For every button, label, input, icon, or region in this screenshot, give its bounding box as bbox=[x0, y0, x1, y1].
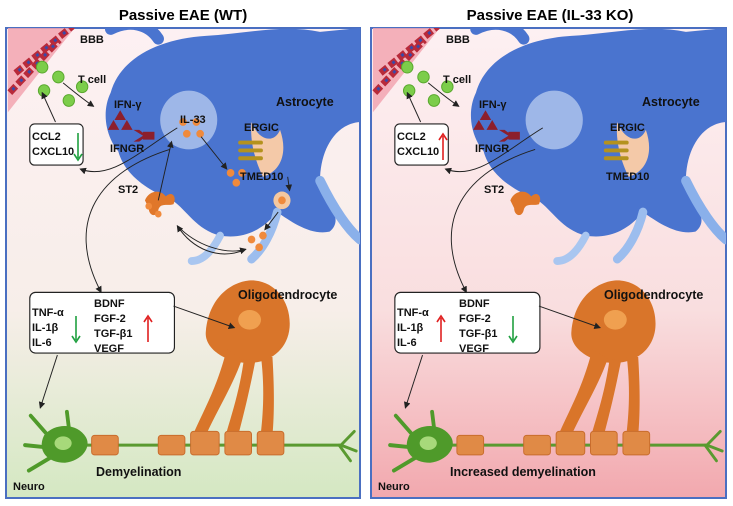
factor-2: FGF-2 bbox=[94, 313, 126, 325]
outcome-label: Demyelination bbox=[96, 465, 181, 479]
oligodendrocyte-label: Oligodendrocyte bbox=[238, 288, 337, 302]
cytokine-up-arrowhead bbox=[436, 314, 446, 323]
il33-dots bbox=[145, 118, 291, 252]
cytokine-3: IL-6 bbox=[397, 337, 417, 349]
neuron-label: Neuro bbox=[13, 481, 45, 493]
chemokine-up-arrowhead bbox=[438, 132, 448, 141]
chemokine-1: CCL2 bbox=[397, 131, 426, 143]
factor-up-arrowhead bbox=[143, 314, 153, 323]
oligodendrocyte-label: Oligodendrocyte bbox=[604, 288, 703, 302]
factor-3: TGF-β1 bbox=[94, 328, 133, 340]
tmed10-label: TMED10 bbox=[240, 171, 283, 183]
tmed10-label: TMED10 bbox=[606, 171, 649, 183]
ergic-label: ERGIC bbox=[244, 122, 279, 134]
ifn-label: IFN-γ bbox=[114, 99, 142, 111]
factor-1: BDNF bbox=[459, 298, 490, 310]
chemokine-down-arrowhead bbox=[73, 153, 83, 162]
panel-title: Passive EAE (IL-33 KO) bbox=[467, 7, 634, 24]
st2-label: ST2 bbox=[484, 184, 504, 196]
ifngr-label: IFNGR bbox=[475, 143, 509, 155]
st2-label: ST2 bbox=[118, 184, 138, 196]
ergic-label: ERGIC bbox=[610, 122, 645, 134]
panel-ko bbox=[370, 24, 727, 499]
panel-title: Passive EAE (WT) bbox=[119, 7, 247, 24]
cytokine-1: TNF-α bbox=[32, 307, 64, 319]
chemokine-2: CXCL10 bbox=[397, 146, 439, 158]
ifngr-label: IFNGR bbox=[110, 143, 144, 155]
tcell-label: T cell bbox=[78, 74, 106, 86]
il33-label: IL-33 bbox=[180, 114, 206, 126]
factor-down-arrowhead bbox=[508, 335, 518, 344]
chemokine-1: CCL2 bbox=[32, 131, 61, 143]
labels-ko: Passive EAE (IL-33 KO) BBB T cell IFN-γ … bbox=[378, 7, 703, 493]
factor-4: VEGF bbox=[94, 343, 124, 355]
cytokine-2: IL-1β bbox=[397, 322, 424, 334]
factor-1: BDNF bbox=[94, 298, 125, 310]
ifn-label: IFN-γ bbox=[479, 99, 507, 111]
chemokine-2: CXCL10 bbox=[32, 146, 74, 158]
labels-wt: Passive EAE (WT) BBB T cell IFN-γ IFNGR … bbox=[13, 7, 337, 493]
panel-wt-art bbox=[8, 24, 360, 471]
cytokine-1: TNF-α bbox=[397, 307, 429, 319]
factor-2: FGF-2 bbox=[459, 313, 491, 325]
bbb-label: BBB bbox=[446, 34, 470, 46]
panel-wt bbox=[5, 24, 361, 499]
astrocyte-label: Astrocyte bbox=[642, 95, 700, 109]
factor-4: VEGF bbox=[459, 343, 489, 355]
outcome-label: Increased demyelination bbox=[450, 465, 596, 479]
tcell-label: T cell bbox=[443, 74, 471, 86]
cytokine-down-arrowhead bbox=[71, 335, 81, 344]
panel-ko-art bbox=[373, 24, 726, 471]
cytokine-3: IL-6 bbox=[32, 337, 52, 349]
neuron-label: Neuro bbox=[378, 481, 410, 493]
factor-3: TGF-β1 bbox=[459, 328, 498, 340]
astrocyte-label: Astrocyte bbox=[276, 95, 334, 109]
bbb-label: BBB bbox=[80, 34, 104, 46]
cytokine-2: IL-1β bbox=[32, 322, 59, 334]
